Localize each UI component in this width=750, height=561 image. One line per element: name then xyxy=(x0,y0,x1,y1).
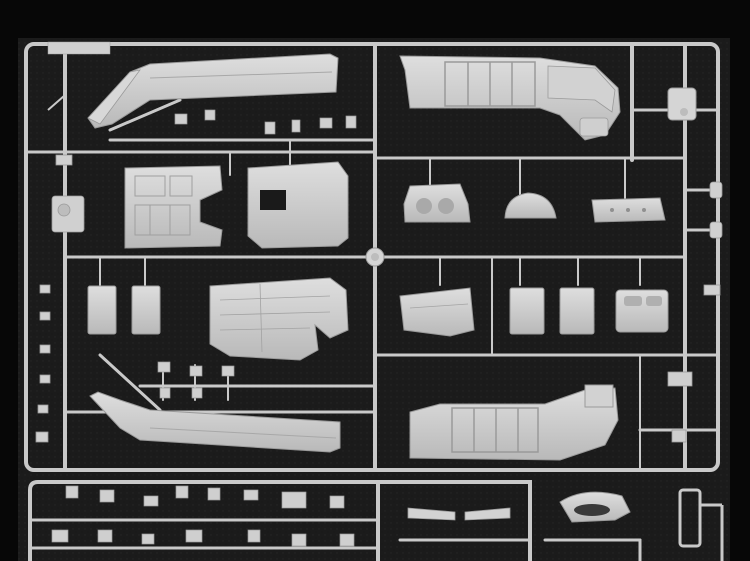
cabin-floor-large xyxy=(209,277,349,361)
small-part-top-right xyxy=(667,87,697,121)
tail-boom-upper xyxy=(47,53,339,129)
small-parts-left xyxy=(35,154,85,443)
rotor-blade-roots xyxy=(407,507,511,521)
small-parts-upper-middle xyxy=(174,109,357,135)
door-panels-right xyxy=(509,287,595,335)
windshield-frame xyxy=(559,491,631,523)
small-parts-lower-right xyxy=(667,371,693,443)
cabin-floor-piece xyxy=(124,165,223,249)
door-panels-left xyxy=(87,285,161,335)
frame-piece-lower-right xyxy=(678,488,724,561)
sprue-tag xyxy=(47,41,111,55)
lower-sprue-small-parts xyxy=(51,485,355,547)
sprue-frame-lower xyxy=(28,480,642,561)
tail-boom-lower xyxy=(89,391,341,453)
sprue-hub-center xyxy=(371,253,379,261)
roof-panel xyxy=(247,161,349,249)
small-parts-right-edge xyxy=(703,181,723,296)
deck-plate-center xyxy=(399,287,475,337)
instrument-panel xyxy=(591,197,666,223)
fuselage-half-lower xyxy=(409,384,619,461)
small-parts-lower-middle xyxy=(157,361,235,399)
seat-back-twin-holes xyxy=(403,183,471,223)
fuselage-half-upper xyxy=(399,55,621,141)
console-panel-right xyxy=(615,289,669,333)
dome-part xyxy=(504,192,557,219)
